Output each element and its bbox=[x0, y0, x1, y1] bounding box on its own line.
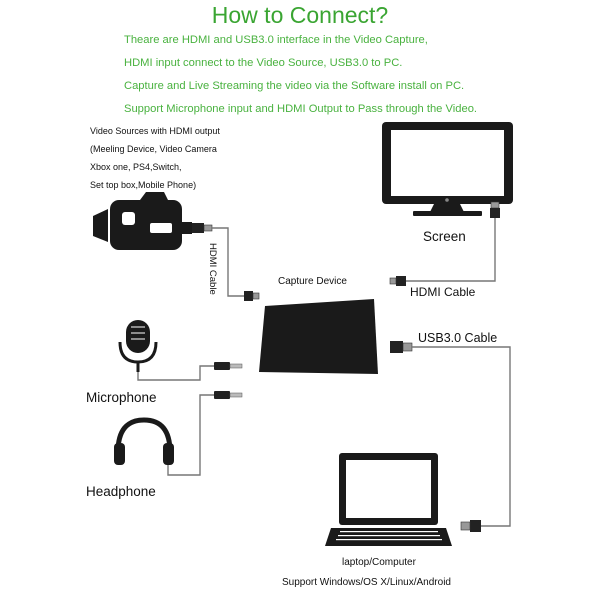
capture-device-icon bbox=[259, 299, 378, 374]
video-sources-line-4: Set top box,Mobile Phone) bbox=[90, 180, 197, 190]
screen-label: Screen bbox=[423, 229, 466, 244]
intro-line-4: Support Microphone input and HDMI Output… bbox=[124, 103, 478, 115]
video-sources-line-1: Video Sources with HDMI output bbox=[90, 126, 220, 136]
monitor-icon bbox=[382, 122, 513, 216]
usb-plug-icon bbox=[460, 520, 481, 532]
hdmi-plug-icon bbox=[244, 291, 260, 301]
laptop-label: laptop/Computer bbox=[342, 557, 416, 568]
hdmi-plug-icon bbox=[490, 201, 500, 218]
hdmi-plug-icon bbox=[389, 276, 406, 286]
intro-line-2: HDMI input connect to the Video Source, … bbox=[124, 57, 403, 69]
hdmi-cable-out-label: HDMI Cable bbox=[410, 285, 476, 299]
headphone-icon bbox=[114, 417, 174, 465]
laptop-icon bbox=[325, 453, 452, 546]
hdmi-plug-icon bbox=[192, 223, 213, 233]
page-title: How to Connect? bbox=[211, 2, 389, 28]
headphone-label: Headphone bbox=[86, 484, 156, 499]
usb-plug-icon bbox=[390, 341, 413, 353]
video-camera-icon bbox=[93, 192, 192, 250]
microphone-icon bbox=[118, 320, 158, 372]
video-sources-line-2: (Meeling Device, Video Camera bbox=[90, 144, 217, 154]
intro-line-1: Theare are HDMI and USB3.0 interface in … bbox=[124, 34, 428, 46]
microphone-label: Microphone bbox=[86, 390, 157, 405]
support-os-label: Support Windows/OS X/Linux/Android bbox=[282, 577, 451, 588]
usb-cable-label: USB3.0 Cable bbox=[418, 331, 498, 345]
capture-device-label: Capture Device bbox=[278, 276, 347, 287]
intro-line-3: Capture and Live Streaming the video via… bbox=[124, 80, 465, 92]
audio-jack-icon bbox=[214, 391, 243, 399]
hdmi-cable-vertical-label: HDMI Cable bbox=[207, 243, 218, 295]
audio-jack-icon bbox=[214, 362, 243, 370]
video-sources-line-3: Xbox one, PS4,Switch, bbox=[90, 162, 182, 172]
